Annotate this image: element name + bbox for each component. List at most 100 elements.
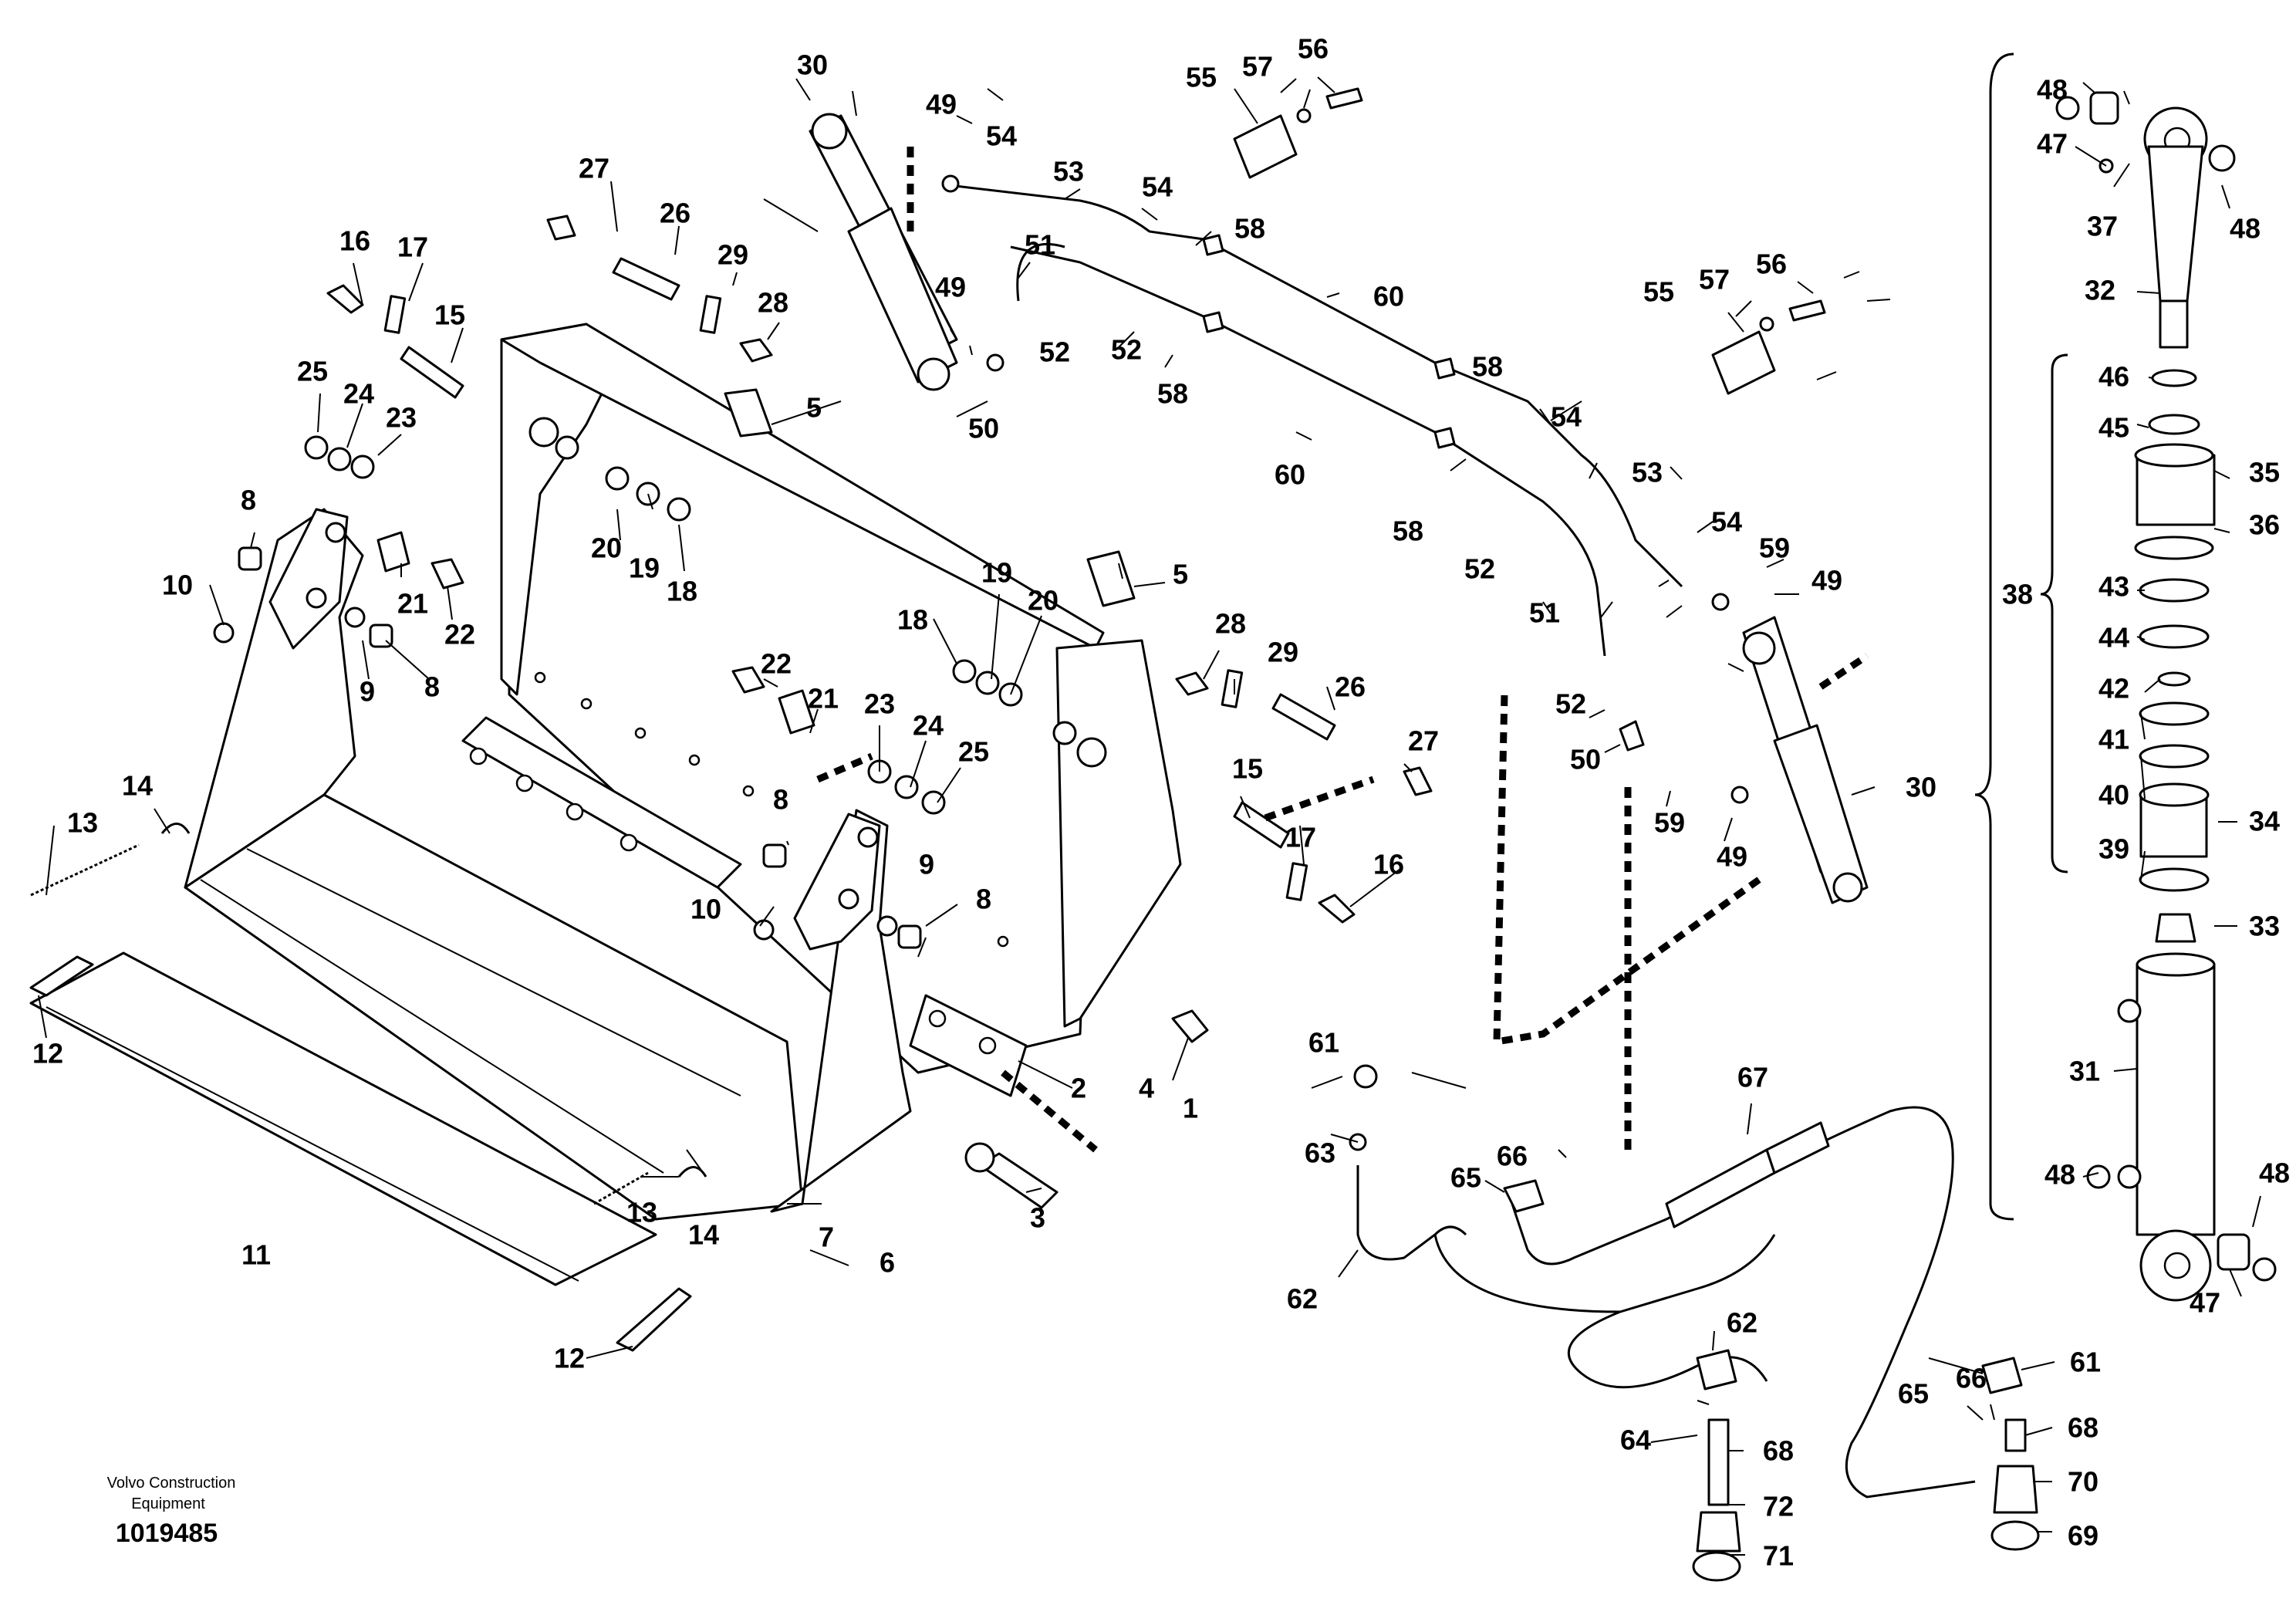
callout-label: 62 (1727, 1307, 1757, 1339)
callout-label: 55 (1643, 276, 1674, 308)
callout-label: 5 (806, 392, 822, 424)
callout-label: 5 (1173, 559, 1188, 590)
callout-label: 37 (2087, 211, 2118, 242)
callout-label: 33 (2249, 911, 2280, 942)
callout-label: 48 (2037, 74, 2068, 106)
callout-label: 9 (919, 849, 934, 880)
callout-label: 60 (1373, 281, 1404, 313)
callout-label: 49 (935, 272, 966, 303)
callout-label: 21 (397, 588, 428, 620)
callout-label: 57 (1699, 264, 1730, 296)
callout-label: 54 (1142, 171, 1173, 203)
callout-label: 32 (2085, 275, 2115, 306)
callout-label: 49 (926, 89, 957, 120)
callout-labels: 30 49 54 53 54 58 51 49 52 52 58 50 60 6… (32, 33, 2290, 1572)
callout-label: 14 (122, 770, 153, 802)
callout-label: 12 (554, 1343, 585, 1374)
callout-label: 7 (819, 1222, 834, 1253)
callout-label: 48 (2230, 213, 2261, 245)
callout-label: 63 (1305, 1137, 1335, 1169)
callout-label: 47 (2037, 128, 2068, 160)
callout-label: 12 (32, 1038, 63, 1070)
callout-label: 69 (2068, 1520, 2098, 1552)
callout-label: 24 (913, 710, 944, 742)
callout-label: 34 (2249, 806, 2280, 837)
callout-label: 42 (2098, 673, 2129, 705)
callout-label: 56 (1298, 33, 1329, 65)
callout-label: 10 (690, 894, 721, 925)
callout-label: 13 (626, 1197, 657, 1228)
callout-label: 25 (297, 356, 328, 387)
callout-label: 18 (667, 576, 697, 607)
callout-label: 50 (1570, 744, 1601, 776)
callout-label: 1 (1183, 1093, 1198, 1124)
cutting-edge-assembly (29, 823, 707, 1352)
callout-label: 28 (1215, 608, 1246, 640)
callout-label: 71 (1763, 1540, 1794, 1572)
callout-label: 45 (2098, 412, 2129, 444)
callout-label: 53 (1053, 156, 1084, 188)
callout-label: 27 (1408, 725, 1439, 757)
callout-label: 13 (67, 807, 98, 839)
callout-label: 52 (1111, 334, 1142, 366)
callout-label: 72 (1763, 1491, 1794, 1522)
callout-label: 22 (761, 648, 792, 680)
callout-label: 52 (1555, 688, 1586, 720)
callout-label: 46 (2098, 361, 2129, 393)
callout-label: 8 (424, 671, 440, 703)
callout-label: 10 (162, 569, 193, 601)
callout-label: 11 (241, 1239, 271, 1271)
callout-label: 8 (773, 784, 788, 816)
callout-label: 68 (2068, 1412, 2098, 1444)
callout-label: 41 (2098, 724, 2129, 755)
callout-label: 58 (1472, 351, 1503, 383)
callout-label: 23 (386, 402, 417, 434)
callout-label: 19 (629, 552, 660, 584)
callout-label: 68 (1763, 1435, 1794, 1467)
callout-label: 2 (1071, 1073, 1086, 1104)
callout-label: 58 (1234, 213, 1265, 245)
callout-label: 40 (2098, 779, 2129, 811)
callout-label: 47 (2190, 1287, 2220, 1319)
callout-label: 61 (1308, 1027, 1339, 1059)
hinge-bracket-center (793, 813, 881, 951)
callout-label: 48 (2044, 1159, 2075, 1191)
callout-label: 58 (1157, 378, 1188, 410)
callout-label: 29 (718, 239, 748, 271)
callout-label: 20 (1028, 585, 1059, 617)
callout-label: 15 (1232, 753, 1263, 785)
cylinder-right (1742, 616, 1869, 904)
callout-label: 56 (1756, 248, 1787, 280)
callout-label: 54 (1711, 506, 1742, 538)
callout-label: 57 (1242, 51, 1273, 83)
callout-label: 24 (343, 378, 374, 410)
callout-label: 23 (864, 688, 895, 720)
cylinder-exploded-view (1974, 52, 2277, 1302)
callout-label: 14 (688, 1219, 719, 1251)
callout-label: 61 (2070, 1347, 2101, 1378)
callout-label: 35 (2249, 457, 2280, 488)
callout-label: 59 (1759, 532, 1790, 564)
callout-label: 26 (1335, 671, 1366, 703)
callout-label: 55 (1186, 62, 1217, 93)
callout-label: 54 (1551, 401, 1582, 433)
callout-label: 60 (1275, 459, 1305, 491)
callout-label: 70 (2068, 1466, 2098, 1498)
callout-label: 36 (2249, 509, 2280, 541)
callout-label: 4 (1139, 1073, 1154, 1104)
callout-label: 66 (1956, 1363, 1987, 1394)
callout-label: 20 (591, 532, 622, 564)
small-hardware (213, 215, 1433, 1209)
callout-label: 53 (1632, 457, 1663, 488)
callout-label: 29 (1268, 637, 1298, 668)
callout-label: 54 (986, 120, 1017, 152)
callout-label: 49 (1717, 841, 1747, 873)
callout-label: 66 (1497, 1140, 1528, 1172)
tube-clamps (1233, 87, 1826, 395)
callout-label: 8 (976, 884, 991, 915)
callout-label: 49 (1811, 565, 1842, 596)
callout-label: 28 (758, 287, 788, 319)
callout-label: 8 (241, 485, 256, 516)
company-name-line2: Equipment (131, 1495, 205, 1512)
